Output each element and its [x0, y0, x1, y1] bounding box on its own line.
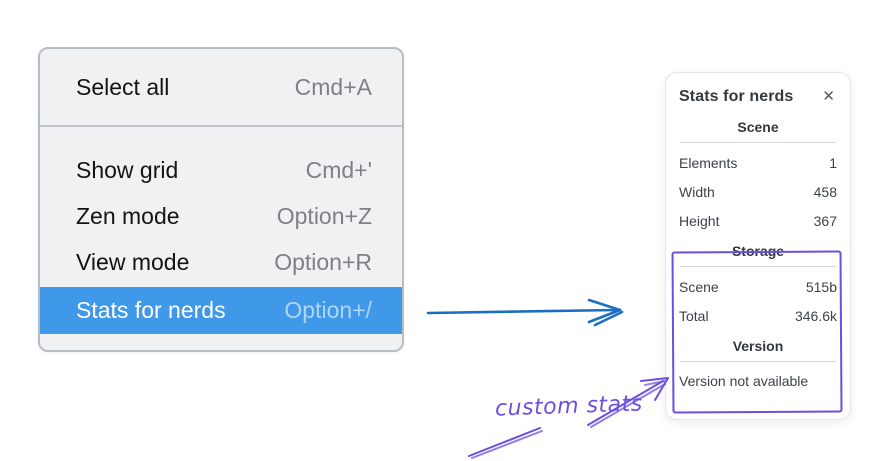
stat-label: Width — [679, 184, 715, 200]
stat-value: 458 — [813, 184, 837, 200]
arrow-menu-to-panel — [426, 298, 624, 327]
menu-item-shortcut: Option+R — [274, 248, 372, 275]
section-divider — [680, 361, 836, 362]
menu-item-label: Select all — [76, 73, 170, 100]
menu-divider — [40, 125, 402, 127]
menu-item-shortcut: Option+/ — [284, 297, 372, 323]
stat-label: Height — [679, 213, 720, 229]
stat-row-width: Width 458 — [679, 184, 837, 201]
menu-item-label: Stats for nerds — [76, 297, 226, 323]
section-heading-storage: Storage — [731, 243, 785, 259]
stat-row-scene-storage: Scene 515b — [679, 279, 837, 296]
stat-value: 1 — [829, 155, 837, 171]
version-note: Version not available — [679, 373, 809, 389]
stats-panel-title: Stats for nerds — [679, 87, 794, 105]
stat-label: Scene — [679, 279, 719, 295]
menu-group: Show grid Cmd+' Zen mode Option+Z View m… — [40, 127, 402, 334]
stat-row-elements: Elements 1 — [679, 155, 837, 172]
section-heading-scene: Scene — [737, 119, 779, 135]
menu-item-label: View mode — [76, 248, 190, 275]
menu-item-shortcut: Option+Z — [276, 202, 372, 229]
section-divider — [680, 266, 836, 267]
section-divider — [680, 142, 836, 143]
menu-item-shortcut: Cmd+A — [294, 73, 372, 100]
annotation-label: custom stats — [494, 391, 644, 422]
stat-value: 346.6k — [794, 308, 837, 324]
stats-panel-header: Stats for nerds ✕ — [679, 87, 837, 106]
menu-item-label: Zen mode — [76, 202, 180, 229]
stat-row-total-storage: Total 346.6k — [679, 308, 837, 325]
stat-row-height: Height 367 — [679, 213, 837, 230]
context-menu: Select all Cmd+A Show grid Cmd+' Zen mod… — [38, 47, 404, 352]
menu-item-show-grid[interactable]: Show grid Cmd+' — [40, 147, 402, 193]
stat-label: Elements — [679, 155, 738, 171]
stats-panel: Stats for nerds ✕ Scene Elements 1 Width… — [665, 72, 851, 420]
menu-item-select-all[interactable]: Select all Cmd+A — [40, 49, 402, 125]
stat-value: 515b — [805, 279, 837, 295]
stat-label: Total — [679, 308, 709, 324]
close-icon[interactable]: ✕ — [822, 88, 835, 105]
menu-item-shortcut: Cmd+' — [305, 156, 372, 183]
menu-item-stats-for-nerds[interactable]: Stats for nerds Option+/ — [40, 287, 402, 334]
menu-item-zen-mode[interactable]: Zen mode Option+Z — [40, 193, 402, 239]
menu-item-view-mode[interactable]: View mode Option+R — [40, 239, 402, 285]
stat-value: 367 — [813, 213, 837, 229]
section-heading-version: Version — [732, 338, 784, 354]
menu-item-label: Show grid — [76, 156, 179, 183]
